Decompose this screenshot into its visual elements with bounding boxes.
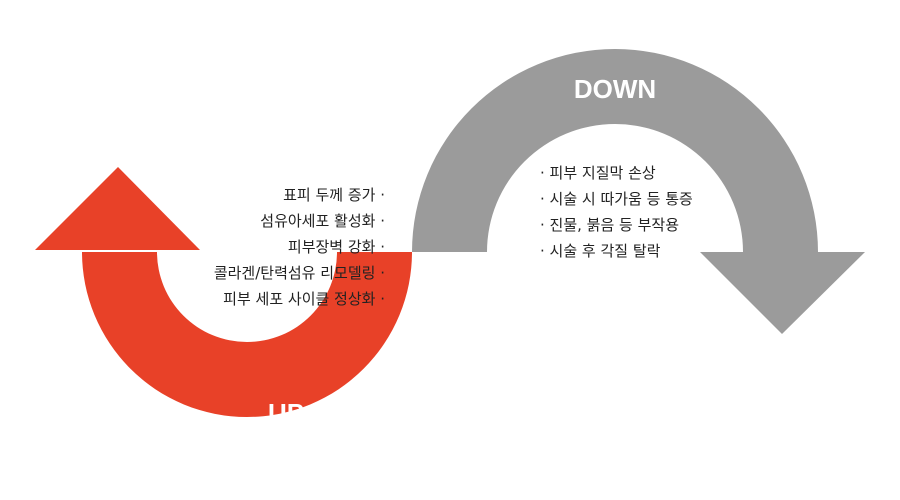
down-effects-list: · 피부 지질막 손상 · 시술 시 따가움 등 통증 · 진물, 붉음 등 부… [540,160,693,264]
down-effect-item: · 진물, 붉음 등 부작용 [540,216,680,234]
up-effect-item: 콜라겐/탄력섬유 리모델링 · [213,264,385,282]
up-effect-item: 표피 두께 증가 · [283,186,385,204]
up-effect-item: 섬유아세포 활성화 · [260,212,385,230]
up-label: UP [267,398,305,428]
down-label: DOWN [573,74,657,104]
down-arrowhead [700,252,865,334]
up-arrowhead [35,167,200,250]
up-effects-list: 표피 두께 증가 · 섬유아세포 활성화 · 피부장벽 강화 · 콜라겐/탄력섬… [214,182,385,312]
down-effect-item: · 시술 시 따가움 등 통증 [540,190,693,208]
down-arc [412,49,818,252]
down-effect-item: · 피부 지질막 손상 [540,164,656,182]
up-arc [82,252,412,417]
up-effect-item: 피부장벽 강화 · [287,238,385,256]
down-effect-item: · 시술 후 각질 탈락 [540,242,661,260]
up-effect-item: 피부 세포 사이클 정상화 · [223,290,385,308]
